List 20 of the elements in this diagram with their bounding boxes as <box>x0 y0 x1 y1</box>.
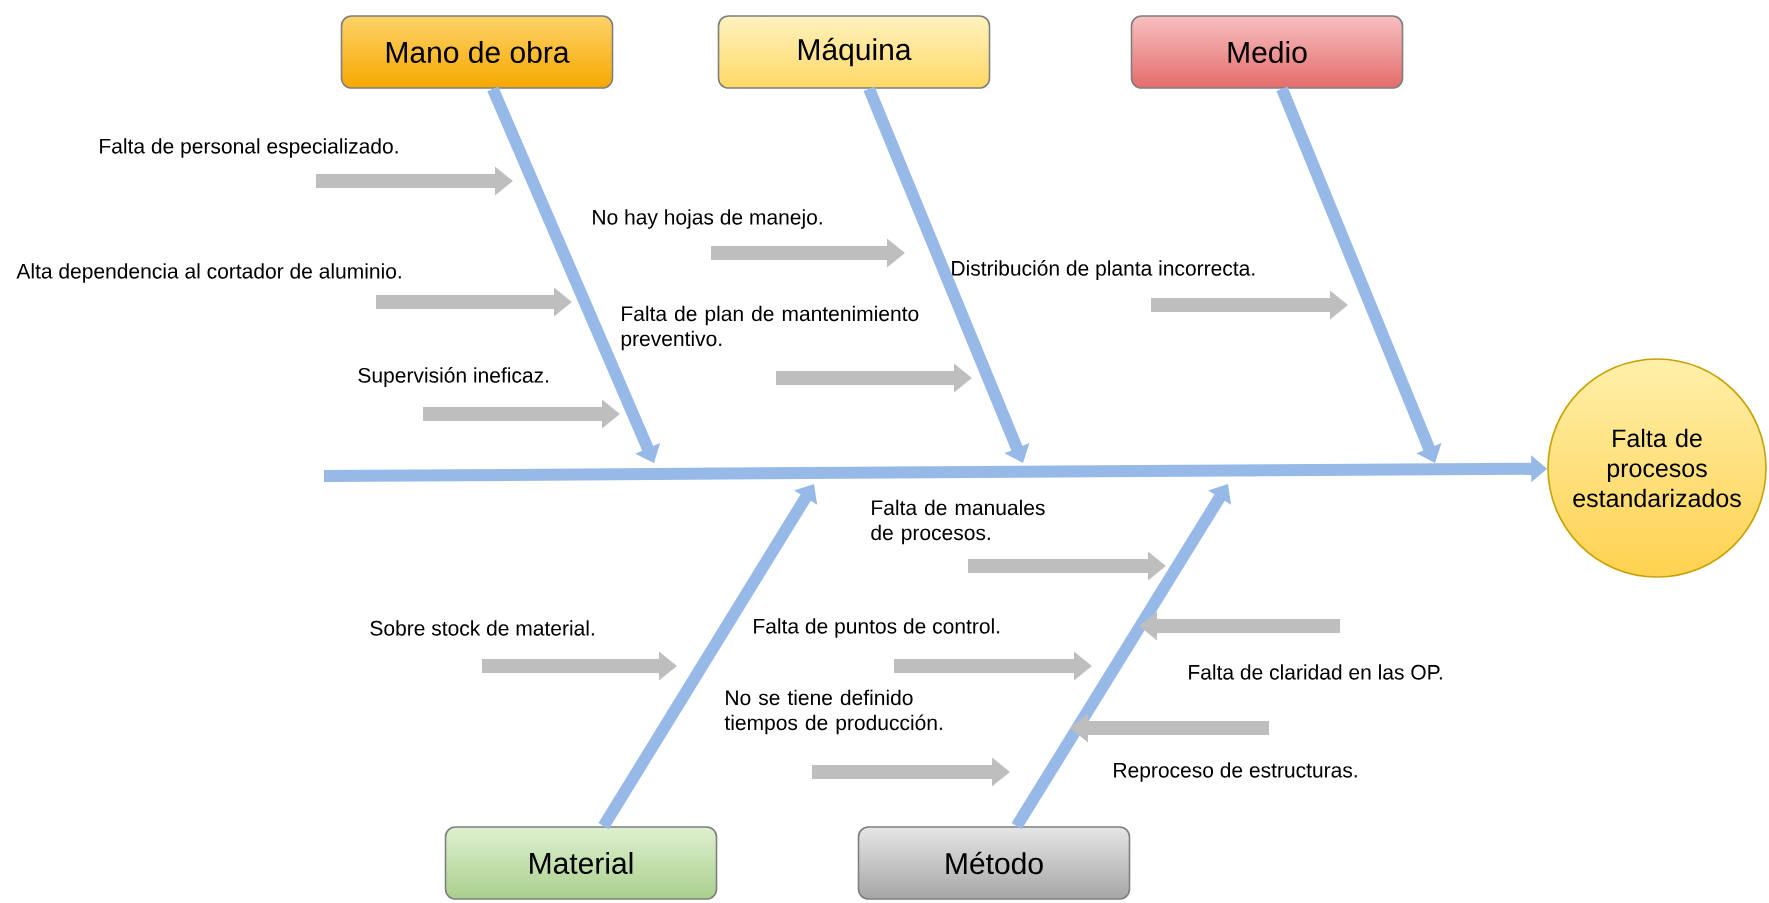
category-box: Mano de obra <box>340 15 614 89</box>
cause-text: Falta de personal especializado. <box>100 138 398 158</box>
cause-text: Falta de puntos de control. <box>754 618 1000 638</box>
cause-text: Falta de manuales de procesos. <box>871 499 1045 545</box>
category-box: Máquina <box>717 15 991 89</box>
cause-text: Distribución de planta incorrecta. <box>952 260 1255 280</box>
cause-text: Alta dependencia al cortador de aluminio. <box>16 263 401 283</box>
cause-text: No se tiene definido tiempos de producción. <box>724 689 942 735</box>
cause-text: Falta de plan de mantenimiento preventivo. <box>621 305 919 351</box>
category-box: Material <box>444 826 718 900</box>
cause-text: No hay hojas de manejo. <box>593 209 822 229</box>
cause-text: Reproceso de estructuras. <box>1114 762 1357 782</box>
branch-arrow <box>1276 86 1442 463</box>
branch-arrow <box>863 86 1030 463</box>
branch-arrow <box>487 86 661 463</box>
category-box: Medio <box>1130 15 1404 89</box>
category-box: Método <box>857 826 1131 900</box>
cause-text: Sobre stock de material. <box>370 620 594 636</box>
cause-text: Falta de claridad en las OP. <box>1189 664 1442 680</box>
cause-text: Supervisión ineficaz. <box>358 367 549 387</box>
